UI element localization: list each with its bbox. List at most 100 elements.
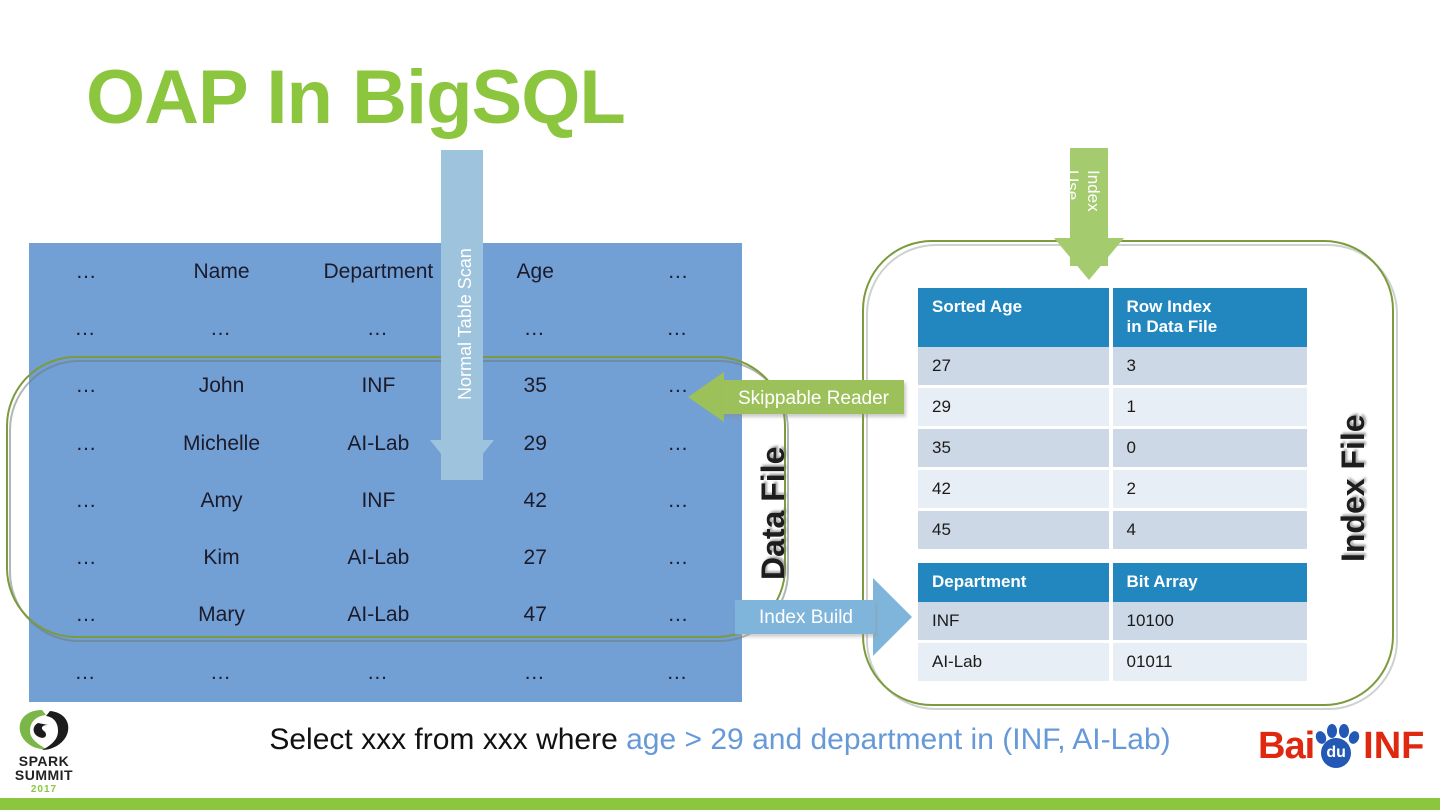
cell: … bbox=[210, 660, 233, 684]
table-row: 29 1 bbox=[918, 388, 1307, 430]
cell: AI-Lab bbox=[347, 546, 410, 570]
normal-table-scan-arrow-head-icon bbox=[430, 440, 494, 480]
cell: Amy bbox=[200, 488, 243, 512]
cell: … bbox=[74, 316, 98, 340]
cell: 47 bbox=[523, 603, 547, 627]
column-header-sorted-age: Sorted Age bbox=[918, 288, 1113, 348]
cell: Kim bbox=[203, 546, 240, 570]
skippable-reader-arrow-head-icon bbox=[688, 372, 724, 422]
normal-table-scan-label: Normal Table Scan bbox=[455, 248, 475, 400]
use-index-arrow-head-icon bbox=[1054, 238, 1124, 280]
spark-logo-line1: SPARK bbox=[18, 753, 70, 769]
cell: … bbox=[667, 603, 689, 627]
cell: 29 bbox=[523, 431, 547, 455]
cell: … bbox=[667, 374, 689, 398]
table-row: … … … … … bbox=[29, 300, 742, 357]
column-header: … bbox=[667, 259, 689, 283]
paw-toe-icon bbox=[1347, 729, 1362, 746]
sql-query-predicate: age > 29 and department in (INF, AI-Lab) bbox=[626, 723, 1171, 756]
table-row: … John INF 35 … bbox=[29, 358, 742, 415]
table-row: 35 0 bbox=[918, 429, 1307, 471]
sql-query-prefix: Select xxx from xxx where bbox=[269, 723, 627, 756]
department-bitarray-table: Department Bit Array INF 10100 AI-Lab 01… bbox=[918, 563, 1307, 685]
spark-summit-logo: SPARK SUMMIT 2017 bbox=[8, 706, 80, 795]
cell: … bbox=[666, 660, 690, 684]
column-header-row-index-line1: Row Index bbox=[1126, 297, 1212, 316]
cell-row-index: 3 bbox=[1112, 347, 1307, 389]
column-header-bit-array: Bit Array bbox=[1112, 563, 1307, 603]
cell: AI-Lab bbox=[347, 431, 410, 455]
paw-toe-icon bbox=[1339, 724, 1350, 738]
cell-sorted-age: 45 bbox=[918, 511, 1113, 553]
table-row: … … … … … bbox=[29, 644, 742, 701]
table-row: 45 4 bbox=[918, 511, 1307, 553]
column-header: … bbox=[75, 259, 97, 283]
cell: … bbox=[523, 316, 547, 340]
column-header-name: Name bbox=[193, 259, 250, 283]
baidu-logo-du: du bbox=[1321, 738, 1352, 768]
sql-query-caption: Select xxx from xxx where age > 29 and d… bbox=[0, 723, 1440, 757]
table-row: INF 10100 bbox=[918, 602, 1307, 644]
bottom-accent-bar bbox=[0, 798, 1440, 810]
table-row: … Amy INF 42 … bbox=[29, 472, 742, 529]
use-index-label-line2: Index bbox=[1084, 170, 1103, 212]
cell-bit-array: 01011 bbox=[1112, 643, 1307, 685]
cell: … bbox=[75, 488, 97, 512]
skippable-reader-arrow bbox=[722, 380, 904, 414]
cell: … bbox=[210, 316, 233, 340]
baidu-inf-logo: Bai du INF bbox=[1258, 722, 1424, 770]
cell: Michelle bbox=[182, 431, 261, 455]
cell-row-index: 4 bbox=[1112, 511, 1307, 553]
cell-row-index: 1 bbox=[1112, 388, 1307, 430]
cell: … bbox=[523, 660, 547, 684]
table-row: … Mary AI-Lab 47 … bbox=[29, 587, 742, 644]
cell-sorted-age: 42 bbox=[918, 470, 1113, 512]
cell: … bbox=[666, 316, 690, 340]
use-index-label-line1: Use bbox=[1063, 170, 1082, 201]
spark-logo-icon bbox=[19, 710, 69, 750]
index-build-arrow bbox=[735, 600, 875, 634]
skippable-reader-label: Skippable Reader bbox=[737, 388, 890, 409]
cell: … bbox=[75, 603, 97, 627]
cell: AI-Lab bbox=[347, 603, 410, 627]
cell-bit-array: 10100 bbox=[1112, 602, 1307, 644]
cell-department: AI-Lab bbox=[918, 643, 1113, 685]
table-header-row: Department Bit Array bbox=[918, 563, 1307, 603]
cell: … bbox=[667, 546, 689, 570]
cell-row-index: 0 bbox=[1112, 429, 1307, 471]
data-file-label: Data File bbox=[755, 446, 791, 580]
cell: John bbox=[198, 374, 245, 398]
column-header-department: Department bbox=[918, 563, 1113, 603]
baidu-logo-inf: INF bbox=[1363, 724, 1425, 767]
table-row: … Kim AI-Lab 27 … bbox=[29, 529, 742, 586]
index-build-arrow-head-icon bbox=[873, 578, 912, 656]
table-row: 27 3 bbox=[918, 347, 1307, 389]
cell: INF bbox=[361, 488, 396, 512]
cell-sorted-age: 29 bbox=[918, 388, 1113, 430]
index-build-label: Index Build bbox=[758, 607, 853, 628]
cell-department: INF bbox=[918, 602, 1113, 644]
column-header-row-index: Row Index in Data File bbox=[1112, 288, 1307, 348]
table-row: AI-Lab 01011 bbox=[918, 643, 1307, 685]
index-file-label: Index File bbox=[1335, 414, 1371, 562]
table-row: … Michelle AI-Lab 29 … bbox=[29, 415, 742, 472]
cell-row-index: 2 bbox=[1112, 470, 1307, 512]
cell-sorted-age: 27 bbox=[918, 347, 1113, 389]
cell: 27 bbox=[523, 546, 547, 570]
table-header-row: Sorted Age Row Index in Data File bbox=[918, 288, 1307, 348]
cell: … bbox=[667, 488, 689, 512]
cell: … bbox=[75, 546, 97, 570]
paw-print-icon: du bbox=[1314, 723, 1362, 769]
column-header-department: Department bbox=[323, 259, 434, 283]
table-header-row: … Name Department Age … bbox=[29, 243, 742, 300]
baidu-logo-bai: Bai bbox=[1258, 724, 1315, 767]
column-header-age: Age bbox=[516, 259, 554, 283]
cell: Mary bbox=[198, 603, 245, 627]
page-title: OAP In BigSQL bbox=[86, 55, 626, 140]
cell: … bbox=[667, 431, 689, 455]
cell: … bbox=[366, 316, 390, 340]
normal-table-scan-arrow bbox=[441, 150, 483, 480]
spark-logo-line3: 2017 bbox=[30, 784, 58, 796]
data-file-table: … Name Department Age … … … … … … … John… bbox=[29, 243, 742, 702]
